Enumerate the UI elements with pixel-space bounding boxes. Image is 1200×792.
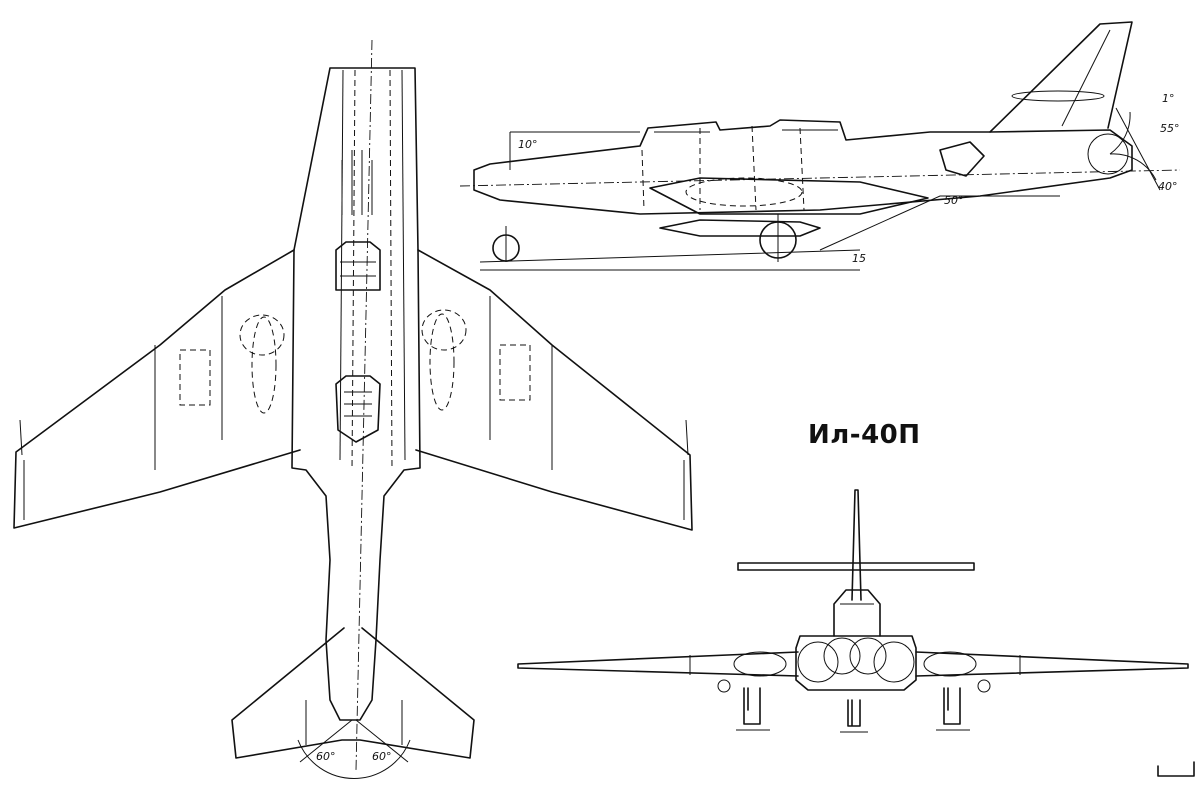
top-cockpit [335,241,381,291]
side-fuselage-outline [473,119,1133,215]
side-angle-1: 1° [1162,92,1175,105]
front-wing [517,651,1189,677]
side-angle-55: 55° [1160,122,1180,135]
top-angle-right: 60° [372,750,392,763]
side-angle-50: 50° [944,194,964,207]
front-nose-gear [847,699,861,727]
front-stabilizer [737,562,975,571]
front-fin [851,489,862,601]
corner-mark [1157,761,1195,777]
top-left-wing [13,249,301,529]
top-angle-left: 60° [316,750,336,763]
side-view: 10° 55° 40° 1° 50° 15 [459,21,1181,271]
aircraft-title: Ил-40П [808,420,921,450]
side-vertical-tail [989,21,1133,133]
side-angle-15: 15 [852,252,866,265]
top-horizontal-stabilizer [231,627,475,759]
top-view: 60° 60° [13,39,693,779]
front-fuselage [795,635,917,691]
top-fuselage-outline [291,67,421,721]
top-right-wing [415,249,693,531]
front-view [517,489,1189,733]
side-angle-40: 40° [1158,180,1178,193]
side-angle-10: 10° [518,138,538,151]
front-left-gear [743,687,761,725]
top-angle-arc [297,739,411,779]
front-right-gear [943,687,961,725]
front-canopy [833,589,881,637]
side-engine-nacelle [649,177,929,215]
top-rear-cockpit [335,375,381,443]
